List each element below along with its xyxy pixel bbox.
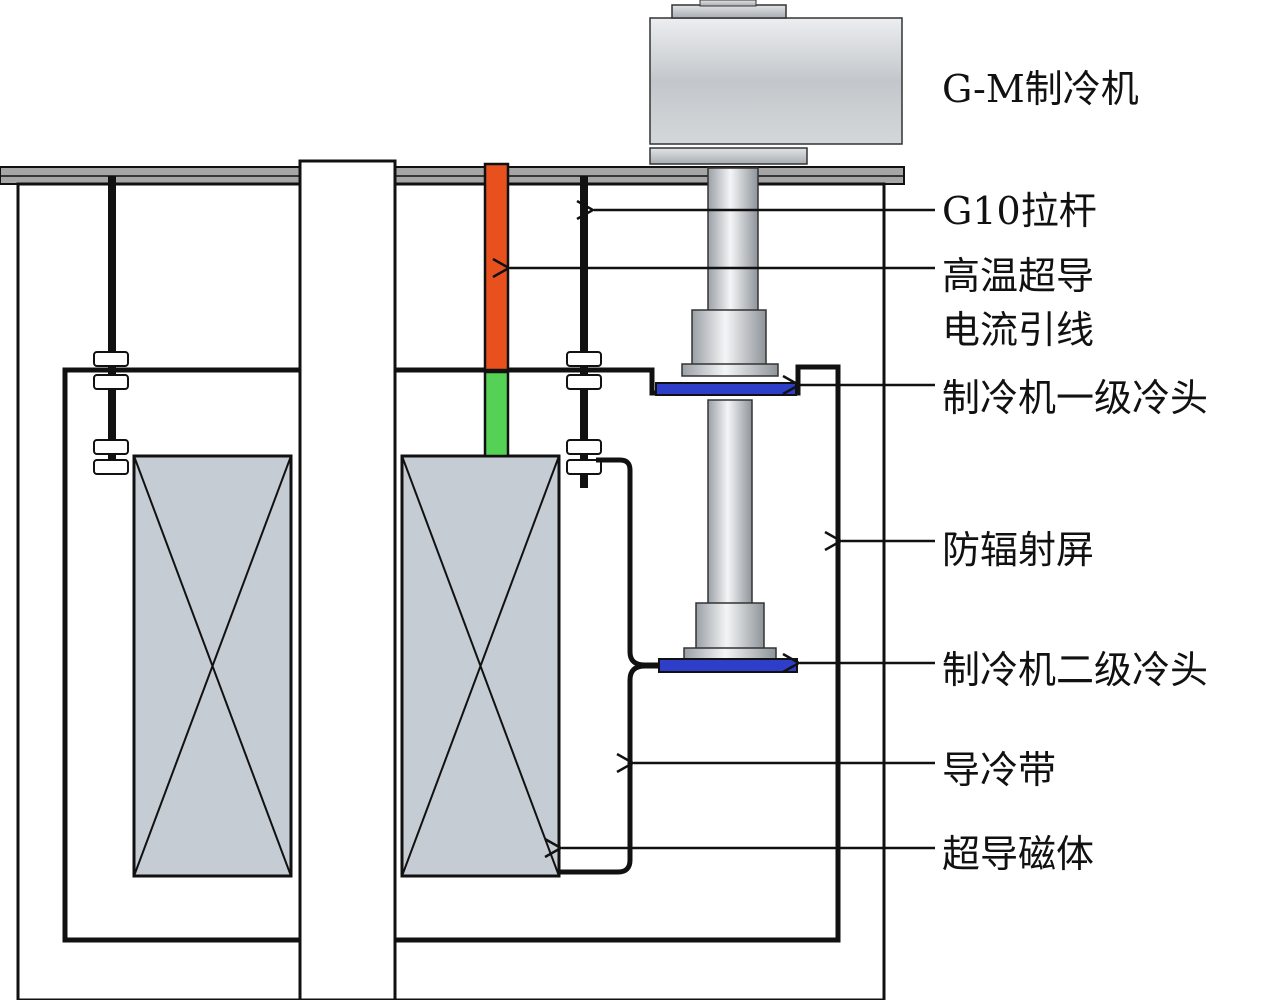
label-first-stage-head: 制冷机一级冷头 (942, 376, 1208, 420)
second-stage-cold-head (658, 658, 798, 673)
g10-rod-right (566, 176, 602, 488)
leader-arrows (510, 210, 935, 848)
g10-rod-left (93, 176, 129, 475)
hts-current-lead (483, 162, 510, 458)
first-stage-cold-head (655, 382, 797, 396)
label-thermal-strap: 导冷带 (942, 748, 1056, 792)
label-radiation-shield: 防辐射屏 (942, 528, 1094, 572)
magnet-coil-right (400, 454, 561, 878)
label-hts-lead-line1: 高温超导 (942, 254, 1094, 298)
magnet-coil-left (132, 454, 293, 878)
label-second-stage-head: 制冷机二级冷头 (942, 648, 1208, 692)
center-bore (298, 159, 397, 1000)
label-g10-rod: G10拉杆 (942, 189, 1097, 233)
label-superconducting-magnet: 超导磁体 (942, 832, 1094, 876)
gm-cryocooler (649, 0, 903, 661)
label-hts-lead-line2: 电流引线 (942, 308, 1094, 352)
label-cryocooler: G-M制冷机 (942, 67, 1139, 111)
